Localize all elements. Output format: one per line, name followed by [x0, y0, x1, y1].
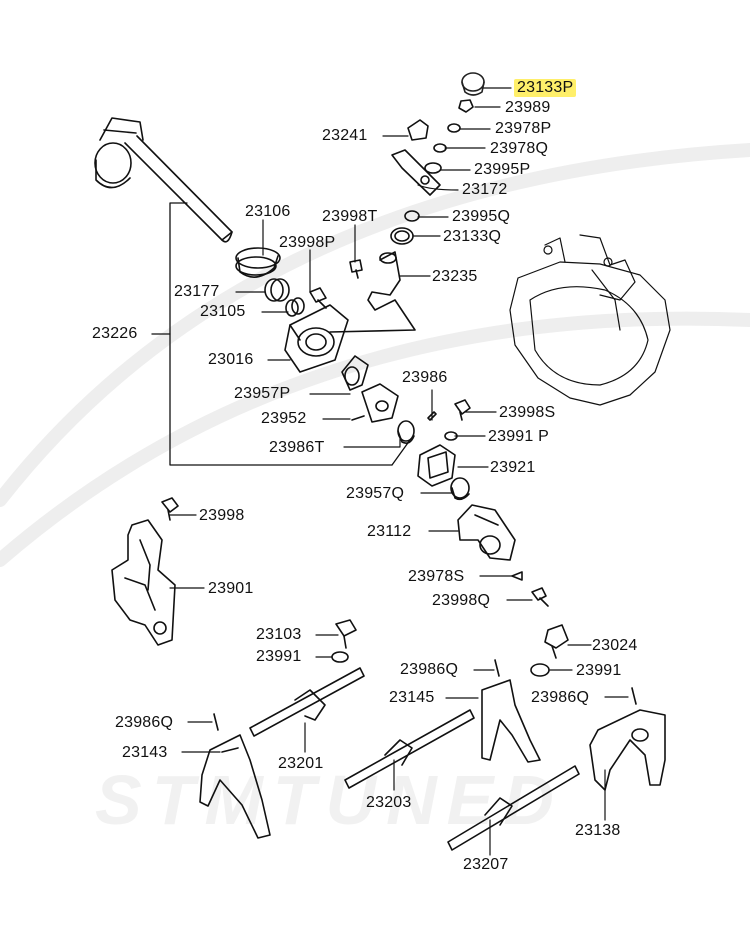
block-23921 — [417, 444, 456, 487]
part-label-23226: 23226 — [92, 325, 138, 342]
lever-23172 — [391, 149, 442, 196]
part-label-23978s: 23978S — [408, 568, 465, 585]
collar-23995Q — [404, 210, 420, 222]
watermark-logo: STMTUNED — [95, 761, 564, 839]
part-label-23138: 23138 — [575, 822, 621, 839]
background-swoosh — [0, 143, 750, 567]
part-label-23201: 23201 — [278, 755, 324, 772]
part-label-23989: 23989 — [505, 99, 551, 116]
leader-lines — [169, 87, 629, 856]
transmission-case — [509, 234, 671, 406]
bolt-23998T — [349, 259, 363, 279]
part-label-23986q-right: 23986Q — [531, 689, 590, 706]
seat-23957P — [341, 355, 369, 391]
block-23952 — [351, 383, 399, 423]
bolt-23998Q — [531, 587, 549, 607]
part-label-23995q: 23995Q — [452, 208, 511, 225]
part-label-23145: 23145 — [389, 689, 435, 706]
part-label-23921: 23921 — [490, 459, 536, 476]
part-label-23024: 23024 — [592, 637, 638, 654]
plug-23024 — [544, 624, 569, 659]
bracket-23226 — [151, 202, 411, 466]
part-label-23105: 23105 — [200, 303, 246, 320]
part-label-23991-right: 23991 — [576, 662, 622, 679]
part-label-23957q: 23957Q — [346, 485, 405, 502]
pins-23986Q — [213, 659, 637, 731]
part-label-23112: 23112 — [367, 523, 412, 540]
washer-23991-left — [331, 651, 349, 663]
part-label-23998t: 23998T — [322, 208, 378, 225]
seal-23133Q — [390, 227, 414, 245]
part-label-23986q-mid: 23986Q — [400, 661, 459, 678]
boot-23106 — [235, 247, 281, 278]
washer-23991-right — [530, 663, 550, 677]
part-label-23995p: 23995P — [474, 161, 531, 178]
part-label-23998q: 23998Q — [432, 592, 491, 609]
part-label-23978p: 23978P — [495, 120, 552, 137]
part-label-23016: 23016 — [208, 351, 254, 368]
part-label-23172: 23172 — [462, 181, 508, 198]
pin-23986 — [427, 411, 437, 421]
part-label-23998s: 23998S — [499, 404, 556, 421]
part-label-23133p: 23133P — [514, 79, 577, 97]
part-label-23986q-left: 23986Q — [115, 714, 174, 731]
rod-23203 — [344, 709, 475, 789]
part-label-23991-left: 23991 — [256, 648, 302, 665]
seat-23957Q — [450, 477, 470, 501]
part-label-23998p: 23998P — [279, 234, 336, 251]
bolt-23998S — [454, 399, 471, 421]
part-label-23235: 23235 — [432, 268, 478, 285]
bolt-23103 — [335, 619, 357, 649]
fork-23143 — [199, 734, 271, 839]
part-label-23177: 23177 — [174, 283, 220, 300]
part-label-23978q: 23978Q — [490, 140, 549, 157]
bolt-23998 — [161, 497, 179, 521]
washer-23991P — [444, 431, 458, 441]
part-label-23203: 23203 — [366, 794, 412, 811]
fork-23145 — [481, 679, 541, 763]
shift-lever-assembly — [94, 117, 233, 243]
nut-23989 — [458, 99, 474, 113]
part-label-23241: 23241 — [322, 127, 368, 144]
part-label-23998: 23998 — [199, 507, 245, 524]
part-label-23986t: 23986T — [269, 439, 325, 456]
lever-23112 — [457, 504, 516, 561]
part-label-23952: 23952 — [261, 410, 307, 427]
seal-23177 — [264, 278, 290, 302]
part-label-23207: 23207 — [463, 856, 509, 873]
rod-23207 — [447, 765, 580, 851]
cap-23133P — [461, 72, 485, 96]
part-label-23143: 23143 — [122, 744, 168, 761]
housing-23016 — [284, 304, 349, 373]
shaft-23235 — [329, 251, 416, 333]
fork-23138 — [589, 709, 666, 791]
part-label-23986: 23986 — [402, 369, 448, 386]
part-label-23957p: 23957P — [234, 385, 291, 402]
part-label-23106: 23106 — [245, 203, 291, 220]
bolt-23998P — [309, 287, 327, 309]
part-label-23901: 23901 — [208, 580, 254, 597]
cylinder-23986T — [397, 420, 415, 444]
bushing-23105 — [285, 297, 305, 317]
rod-23201 — [249, 667, 365, 737]
part-label-23991p: 23991 P — [488, 428, 550, 445]
bracket-23901 — [111, 519, 176, 646]
part-label-23103: 23103 — [256, 626, 302, 643]
bracket-23241 — [407, 119, 429, 141]
part-label-23133q: 23133Q — [443, 228, 502, 245]
washers-23978 — [433, 123, 461, 153]
clip-23978S — [511, 571, 523, 581]
